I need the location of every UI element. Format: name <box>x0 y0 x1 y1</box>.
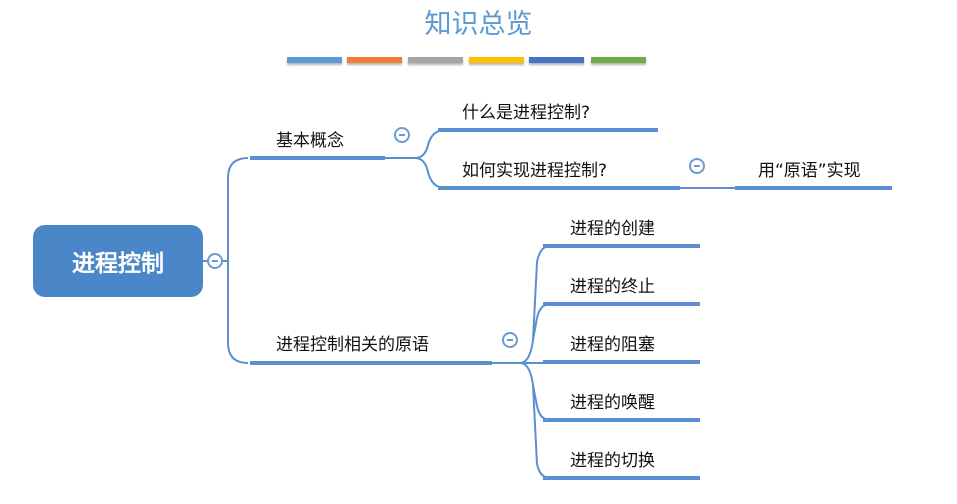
branch-basic-concepts[interactable]: 基本概念 <box>276 131 344 151</box>
root-label: 进程控制 <box>72 251 164 277</box>
collapse-icon[interactable] <box>502 332 518 348</box>
node-block[interactable]: 进程的阻塞 <box>570 335 655 355</box>
node-primitives-impl[interactable]: 用“原语”实现 <box>758 161 861 181</box>
node-wakeup[interactable]: 进程的唤醒 <box>570 393 655 413</box>
node-what-is[interactable]: 什么是进程控制? <box>462 103 591 123</box>
node-how-to[interactable]: 如何实现进程控制? <box>462 161 608 181</box>
color-bar-yellow <box>469 57 524 63</box>
node-terminate[interactable]: 进程的终止 <box>570 277 655 297</box>
color-bar-blue <box>287 57 342 63</box>
color-bar-darkblue <box>529 57 584 63</box>
collapse-icon[interactable] <box>394 127 410 143</box>
node-switch[interactable]: 进程的切换 <box>570 451 655 471</box>
root-node[interactable]: 进程控制 <box>33 225 203 297</box>
page-title: 知识总览 <box>424 9 533 40</box>
color-bar-gray <box>408 57 463 63</box>
node-create[interactable]: 进程的创建 <box>570 219 655 239</box>
color-bar-orange <box>347 57 402 63</box>
collapse-icon[interactable] <box>207 253 223 269</box>
color-bar-green <box>591 57 646 63</box>
collapse-icon[interactable] <box>689 158 705 174</box>
branch-primitives[interactable]: 进程控制相关的原语 <box>276 335 429 355</box>
